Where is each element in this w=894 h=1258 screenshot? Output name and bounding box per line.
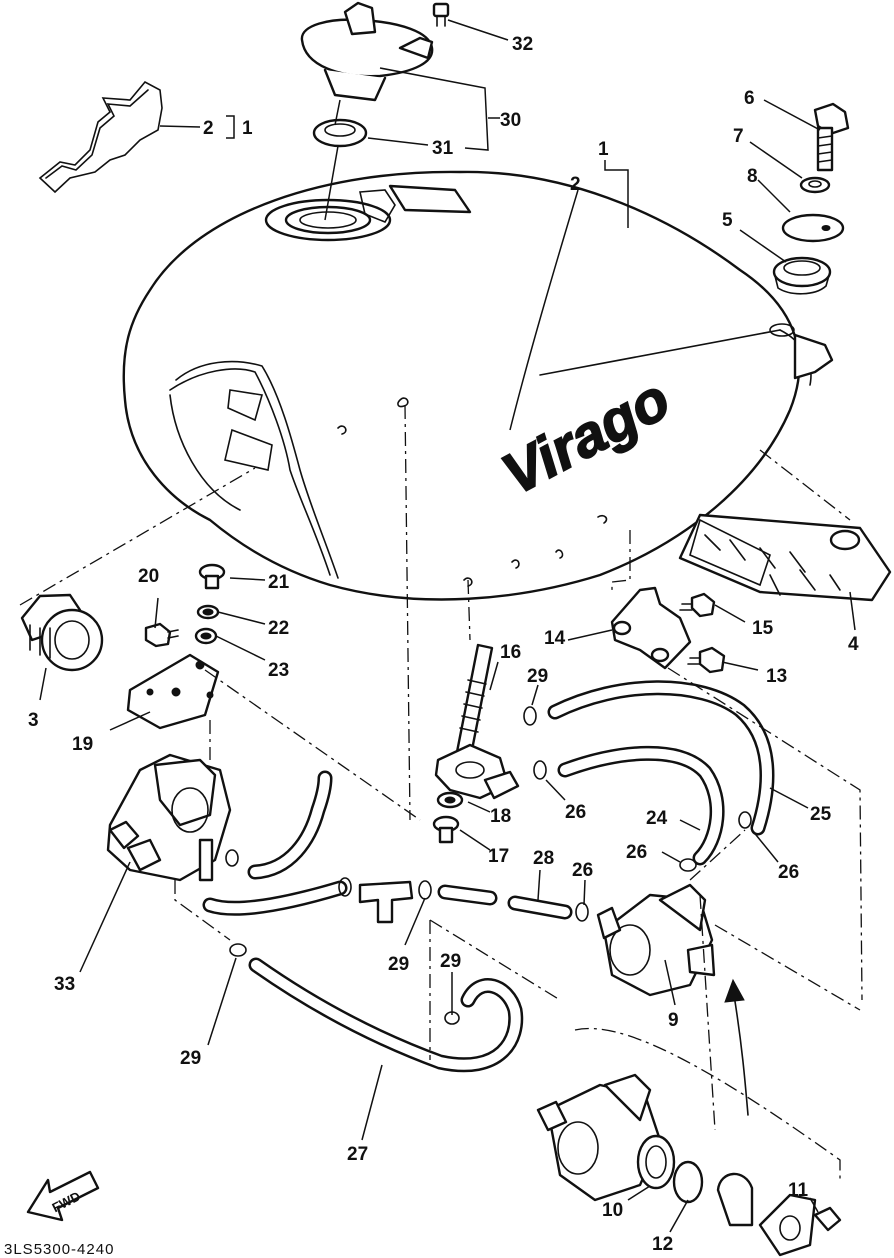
- callout-19: 19: [72, 734, 93, 755]
- gasket-10: [636, 1134, 676, 1190]
- washer-8: [781, 213, 845, 243]
- cap-bolt-32: [432, 2, 450, 27]
- tank-emblem-outline: [38, 80, 163, 194]
- o-ring-12: [672, 1160, 704, 1204]
- diagram-code: 3LS5300-4240: [4, 1241, 114, 1258]
- callout-22: 22: [268, 618, 289, 639]
- hose-28: [507, 895, 573, 920]
- callout-6: 6: [744, 88, 755, 109]
- callout-9: 9: [668, 1010, 679, 1031]
- callout-29-d: 29: [180, 1048, 201, 1069]
- callout-14: 14: [544, 628, 566, 649]
- bolt-13: [687, 646, 726, 674]
- hose-24: [557, 745, 725, 866]
- fuel-cap-assembly: [300, 1, 434, 102]
- callout-2-left: 2: [203, 118, 214, 139]
- callout-29-b: 29: [388, 954, 409, 975]
- callout-30: 30: [500, 110, 521, 131]
- washer-18: [436, 791, 464, 809]
- fuel-tank: Virago: [122, 170, 834, 601]
- callout-26-d: 26: [572, 860, 593, 881]
- washer-22: [196, 604, 220, 620]
- callout-2-top: 2: [570, 174, 581, 195]
- callout-27: 27: [347, 1144, 368, 1165]
- callout-21: 21: [268, 572, 290, 593]
- hose-25: [547, 680, 775, 836]
- callout-33: 33: [54, 974, 75, 995]
- assembly-dash-lines: [19, 404, 863, 1180]
- callout-26-b: 26: [626, 842, 647, 863]
- fwd-arrow-icon: FWD: [26, 1170, 100, 1222]
- plate-lower: [758, 1193, 817, 1257]
- bracket-plate-19: [126, 653, 220, 730]
- callout-4: 4: [848, 634, 859, 655]
- callout-12: 12: [652, 1234, 673, 1255]
- callout-8: 8: [747, 166, 758, 187]
- leader-lines: [79, 19, 821, 1233]
- callout-26-c: 26: [778, 862, 799, 883]
- screw-21: [198, 563, 226, 590]
- fuel-cock-16: [434, 643, 520, 800]
- callout-11: 11: [788, 1180, 809, 1201]
- callout-13: 13: [766, 666, 787, 687]
- bracket-14: [610, 586, 692, 670]
- callout-31: 31: [432, 138, 454, 159]
- washer-23: [194, 627, 218, 645]
- callout-5: 5: [722, 210, 733, 231]
- washer-7: [799, 176, 831, 194]
- fuel-pump-33: [106, 753, 232, 882]
- hose-upper-left: [247, 770, 333, 880]
- callout-23: 23: [268, 660, 289, 681]
- callout-10: 10: [602, 1200, 623, 1221]
- bolt-20: [144, 622, 179, 648]
- callout-29-a: 29: [527, 666, 548, 687]
- assembly-arrow: [724, 978, 749, 1116]
- callout-17: 17: [488, 846, 509, 867]
- damper-5: [772, 256, 832, 295]
- callout-16: 16: [500, 642, 521, 663]
- callout-28: 28: [533, 848, 554, 869]
- rear-mount-bracket-4: [678, 513, 892, 602]
- callout-1-left: 1: [242, 118, 253, 139]
- callouts: 32 30 31 2 1 1 2 6 7 8 5 20 21 22 23 3 1…: [28, 34, 859, 1255]
- hose-short: [437, 884, 498, 906]
- screw-17: [432, 815, 460, 844]
- callout-1-top: 1: [598, 139, 609, 160]
- fuel-pump-9: [596, 883, 716, 997]
- bolt-15: [679, 592, 716, 618]
- callout-25: 25: [810, 804, 832, 825]
- grommet-3: [20, 593, 104, 672]
- mount-bolt-6: [813, 102, 850, 172]
- fuel-pump-lower: [536, 1073, 662, 1202]
- callout-24: 24: [646, 808, 668, 829]
- callout-26-a: 26: [565, 802, 586, 823]
- screw-11: [813, 1206, 842, 1232]
- callout-18: 18: [490, 806, 511, 827]
- callout-3: 3: [28, 710, 39, 731]
- hose-27: [248, 957, 524, 1073]
- valve-cover-lower: [716, 1172, 754, 1227]
- cap-gasket-31: [312, 118, 368, 148]
- callout-7: 7: [733, 126, 744, 147]
- hose-mid-left: [202, 880, 348, 916]
- callout-29-c: 29: [440, 951, 461, 972]
- t-joint: [358, 880, 414, 924]
- callout-20: 20: [138, 566, 159, 587]
- callout-32: 32: [512, 34, 533, 55]
- hose-clamps: [225, 706, 752, 1025]
- callout-15: 15: [752, 618, 774, 639]
